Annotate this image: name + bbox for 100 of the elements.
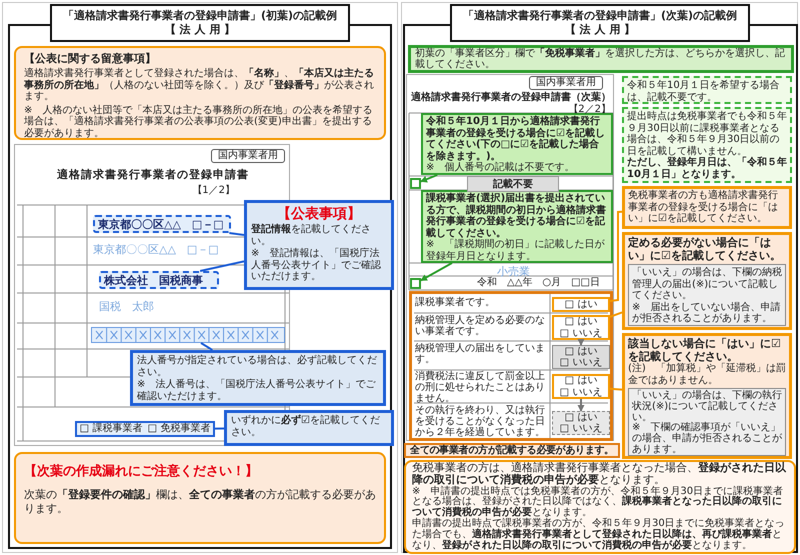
form-sheet	[406, 74, 614, 441]
note: 令和５年10月１日を希望する場合は、記載不要です。	[627, 80, 781, 103]
form-entry: 国税 太郎	[99, 299, 155, 314]
title-text: 【 法 人 用 】	[564, 23, 636, 38]
paragraph: 免税事業者の方は、適格請求書発行事業者となった場合、登録がされた日以降の取引について消費税の申告が必要となります。	[412, 462, 787, 486]
note: ※ 下欄の確認事項が「いいえ」の場合、申請が拒否されることがあります。	[632, 423, 782, 456]
checkbox-option: □ いいえ	[560, 386, 602, 398]
row-text: 消費税法に違反して罰金以上の刑に処せられたことはありません。	[415, 371, 546, 404]
paragraph: 課税事業者(選択)届出書を提出されている方で、課税期間の初日から適格請求書発行事業者の登録を受ける場合に☑を記載してください。	[426, 193, 607, 238]
note: ただし、登録年月日は、「令和５年10月１日」となります。	[627, 157, 787, 180]
arrow	[578, 399, 584, 412]
checkbox-field	[552, 345, 610, 369]
title-text: 「適格請求書発行事業者の登録申請書」(次葉)の記載例	[462, 8, 738, 23]
field-value: 株式会社 国税商事	[104, 272, 204, 288]
checkbox-option: □ いいえ	[560, 423, 602, 434]
heading: 該当しない場合に「はい」に☑を記載してください。	[628, 337, 781, 364]
paragraph: 適格請求書発行事業者として登録された場合は、「名称」、「本店又は主たる事務所の所在地」（人格のない社団等を除く。）及び「登録番号」が公表されます。	[24, 68, 375, 103]
checkbox-option: □ いいえ	[560, 357, 602, 368]
checkbox-option: □ はい	[564, 316, 598, 328]
highlighted-field	[93, 215, 231, 233]
paragraph: 初葉の「事業者区分」欄で「免税事業者」を選択した方は、どちらかを選択し、記載してください。	[415, 48, 786, 70]
checkbox-option: □ はい	[564, 412, 598, 423]
callout-box	[622, 333, 792, 459]
paragraph: 次葉の「登録要件の確認」欄は、全ての事業者の方が記載する必要があります。	[24, 488, 376, 517]
checkbox-field	[552, 315, 610, 340]
paragraph: 免税事業者の方も適格請求書発行事業者の登録を受ける場合に「はい」に☑を記載してください。	[628, 190, 779, 224]
row-text: 納税管理人の届出をしています。	[415, 343, 546, 365]
note: ※ 申請書の提出時点では免税事業者の方が、令和５年９月30日までに課税事業者となる場合は、登録がされた日以降ではなく、課税事業者となった日以降の取引について消費税の申告が必要となります。	[412, 486, 784, 518]
note: ※ 「課税期間の初日」に記載した日が登録年月日となります。	[426, 239, 606, 262]
callout-box	[622, 186, 792, 229]
paragraph: 登記情報を記載してください。	[251, 224, 372, 247]
heading: 【公表事項】	[276, 205, 362, 223]
arrow	[420, 262, 452, 282]
form-tag: 国内事業者用	[211, 149, 285, 163]
checkbox	[410, 178, 421, 189]
arrow	[420, 174, 438, 182]
note: 申請書の提出時点で課税事業者の方が、令和５年９月30日までに免税事業者となった場合でも、適格請求書発行事業者として登録された日以降は、再び課税事業者となり、登録がされた日以降の取引について消費税の申告が必要となります。	[412, 519, 786, 552]
note-box	[628, 264, 786, 326]
note: ※ 人格のない社団等で「本店又は主たる事務所の所在地」の公表を希望する場合は、「適格請求書発行事業者の公表事項の公表(変更)申出書」を提出する必要があります。	[24, 104, 374, 140]
checkbox-field	[552, 411, 610, 435]
connector-line	[610, 311, 622, 318]
note: 提出時点は免税事業者でも令和５年９月30日以前に課税事業者となる場合は、令和５年９月30日以前の日を記載して構いません。	[627, 111, 787, 156]
paragraph: 法人番号が指定されている場合は、必ず記載してください。	[137, 355, 378, 378]
checkbox-field	[75, 421, 215, 437]
callout-box	[622, 232, 792, 330]
connector-line	[214, 428, 224, 430]
form-entry: 小売業	[497, 264, 530, 278]
connector-line	[200, 260, 244, 272]
row-text: 納税管理人を定める必要のない事業者です。	[415, 315, 546, 337]
paragraph: 「いいえ」の場合は、下欄の執行状況(※)について記載してください。	[632, 391, 782, 423]
title-text: 「適格請求書発行事業者の登録申請書」(初葉)の記載例	[62, 8, 338, 23]
paragraph: 令和５年10月１日から適格請求書発行事業者の登録を受ける場合に☑を記載してください(下の□に☑を記載した場合を除きます。)。	[426, 116, 606, 162]
connector-line	[610, 388, 622, 391]
form-entry: 記載不要	[467, 176, 559, 192]
heading: 【公表に関する留意事項】	[24, 52, 157, 66]
checkbox-option: □ 課税事業者	[80, 423, 142, 435]
checkbox-option: □ いいえ	[560, 328, 602, 339]
notice-box	[404, 460, 796, 554]
instruction-banner	[408, 45, 794, 73]
callout-box	[421, 113, 613, 175]
callout-box	[130, 350, 386, 406]
paragraph: 全ての事業者の方が記載する必要があります。	[410, 445, 614, 456]
form-entry: 令和 △△年 ○月 □□日	[477, 277, 602, 288]
connector-line	[610, 210, 622, 302]
checkbox-field	[552, 374, 610, 399]
heading: 【次葉の作成漏れにご注意ください！】	[24, 462, 259, 480]
checkbox-field	[552, 297, 610, 312]
connector-line	[200, 342, 213, 351]
row-text: その執行を終わり、又は執行を受けることがなくなった日から２年を経過しています。	[415, 405, 546, 438]
highlighted-field	[99, 271, 219, 289]
callout-box	[224, 410, 394, 446]
note-box	[622, 76, 792, 104]
form-entry: 東京都〇〇区△△ □－□	[93, 242, 220, 257]
note-box	[622, 107, 792, 183]
heading: 定める必要がない場合に「はい」に☑を記載してください。	[628, 236, 782, 262]
title-box	[450, 4, 750, 42]
notice-box	[14, 46, 386, 140]
note-box	[628, 388, 786, 456]
row-text: 課税事業者です。	[415, 297, 496, 308]
paragraph: 「いいえ」の場合は、下欄の納税管理人の届出(※)について記載してください。	[632, 267, 782, 302]
callout-box	[421, 190, 613, 263]
notice-tag	[404, 443, 620, 458]
checkbox-option: □ はい	[564, 346, 598, 357]
note: ※ 届出をしていない場合、申請が拒否されることがあります。	[632, 302, 782, 324]
note: ※ 登記情報は、「国税庁法人番号公表サイト」でご確認いただけます。	[251, 248, 382, 282]
note: ※ 法人番号は、「国税庁法人番号公表サイト」でご確認いただけます。	[137, 379, 376, 402]
page-number: 【2／2】	[567, 102, 611, 116]
checkbox-option: □ 免税事業者	[148, 423, 210, 435]
page-number: 【1／2】	[191, 184, 235, 197]
title-box	[50, 4, 350, 42]
form-tag: 国内事業者用	[529, 76, 603, 90]
checkbox	[410, 278, 421, 289]
title-text: 【 法 人 用 】	[164, 23, 236, 38]
form-title: 適格請求書発行事業者の登録申請書	[56, 167, 250, 182]
checkbox-option: □ はい	[564, 375, 598, 386]
arrow	[578, 339, 584, 346]
checkbox-option: □ はい	[564, 298, 598, 310]
callout-box	[244, 200, 394, 290]
form-title: 適格請求書発行事業者の登録申請書（次葉）	[410, 90, 612, 104]
notice-box	[14, 452, 386, 544]
